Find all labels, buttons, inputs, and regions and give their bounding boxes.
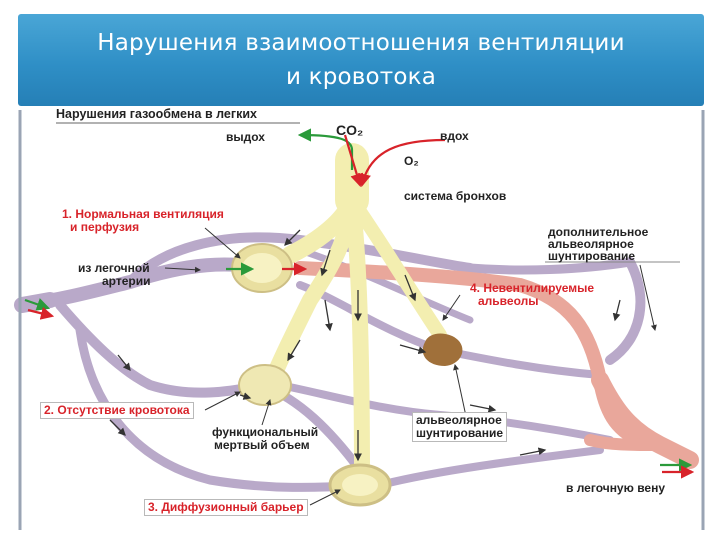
extra-shunt-line2: альвеолярное: [548, 237, 634, 251]
extra-shunt-line1: дополнительное: [548, 225, 649, 239]
dead-space-line1: функциональный: [212, 425, 319, 439]
alveoli: [231, 243, 463, 507]
label-3: 3. Диффузионный барьер: [144, 499, 308, 516]
bronchi-label: система бронхов: [404, 189, 507, 203]
o2-label: O₂: [404, 154, 419, 168]
from-artery-line1: из легочной: [78, 261, 150, 275]
to-vein-label: в легочную вену: [566, 481, 666, 495]
label-1-line1: 1. Нормальная вентиляция: [62, 207, 224, 221]
co2-label: CO₂: [336, 122, 364, 138]
slide-title: Нарушения взаимоотношения вентиляции и к…: [18, 26, 704, 94]
alveolar-shunt-line1: альвеолярное: [416, 413, 502, 427]
inhale-label: вдох: [440, 129, 469, 143]
alveolar-shunt-box: альвеолярное шунтирование: [412, 412, 508, 442]
exhale-label: выдох: [226, 130, 265, 144]
title-banner: [18, 14, 704, 106]
leader-lines: [164, 227, 657, 506]
slide-title-line2: и кровотока: [285, 64, 437, 90]
label-4-line2: альвеолы: [478, 294, 539, 308]
slide-title-line1: Нарушения взаимоотношения вентиляции: [97, 30, 625, 56]
flow-arrows: [109, 229, 621, 462]
diagram-heading: Нарушения газообмена в легких: [56, 107, 257, 121]
extra-shunt-line3: шунтирование: [548, 249, 636, 263]
label-1-line2: и перфузия: [70, 220, 140, 234]
from-artery-line2: артерии: [102, 274, 151, 288]
dead-space-line2: мертвый объем: [214, 438, 310, 452]
panel-edges: [18, 110, 705, 530]
gas-arrows: [24, 128, 695, 479]
label-2: 2. Отсутствие кровотока: [40, 402, 194, 419]
alveolar-shunt-line2: шунтирование: [416, 426, 504, 440]
label-4-line1: 4. Невентилируемые: [470, 281, 595, 295]
